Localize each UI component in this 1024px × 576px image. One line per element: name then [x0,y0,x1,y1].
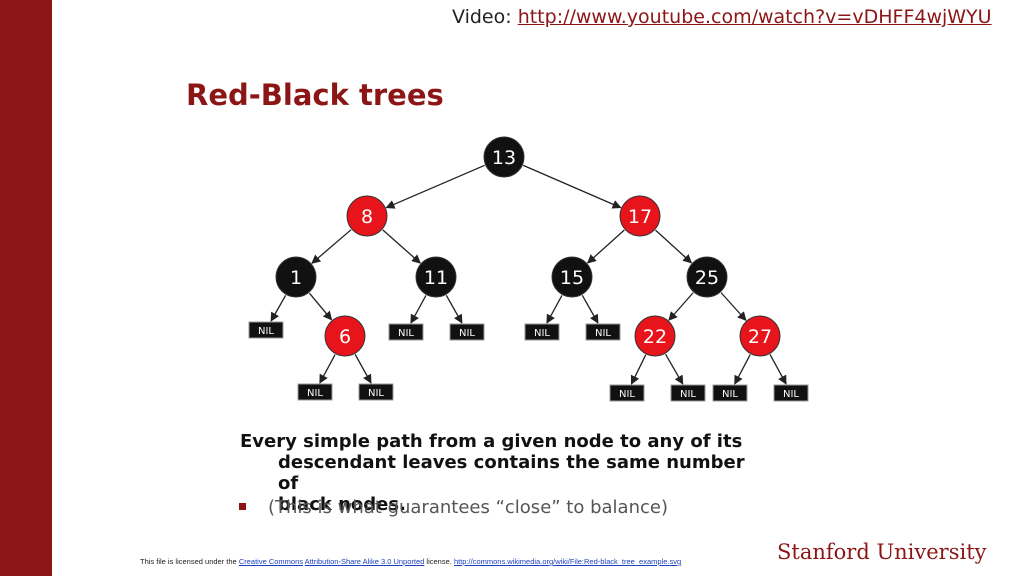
svg-text:13: 13 [492,147,516,169]
bullet-point: (This is what guarantees “close” to bala… [239,497,668,518]
statement-line-1: Every simple path from a given node to a… [240,431,743,452]
tree-nil-leaf: NIL [773,384,809,402]
tree-edge-n8-n11 [382,229,421,264]
svg-text:6: 6 [339,326,351,348]
bullet-square-icon [239,503,246,510]
tree-edge-n22-nil9 [664,353,684,385]
tree-edge-n8-n1 [311,229,352,264]
tree-edge-n6-nil2 [319,354,336,384]
tree-nil-leaf: NIL [609,384,645,402]
tree-edge-n25-n22 [668,292,694,321]
tree-nil-leaf: NIL [670,384,706,402]
svg-text:27: 27 [748,326,772,348]
tree-node-25: 25 [686,256,728,298]
video-link[interactable]: http://www.youtube.com/watch?v=vDHFF4wjW… [517,6,992,28]
tree-edge-n27-nil11 [769,354,787,385]
tree-edge-n11-nil4 [410,295,427,324]
tree-node-8: 8 [346,195,388,237]
side-accent-bar [0,0,52,576]
tree-node-13: 13 [483,136,525,178]
tree-nil-leaf: NIL [388,323,424,341]
tree-node-6: 6 [324,315,366,357]
svg-text:17: 17 [628,206,652,228]
stanford-logo: Stanford University [777,540,987,564]
svg-text:22: 22 [643,326,667,348]
tree-node-1: 1 [275,256,317,298]
footer-link-source[interactable]: http://commons.wikimedia.org/wiki/File:R… [453,557,682,566]
tree-nil-leaf: NIL [712,384,748,402]
slide-title: Red-Black trees [186,78,444,112]
tree-edge-n17-n25 [655,229,693,264]
property-statement: Every simple path from a given node to a… [240,431,760,515]
tree-edge-n22-nil8 [630,354,647,385]
tree-node-11: 11 [415,256,457,298]
tree-nil-leaf: NIL [524,323,560,341]
svg-text:NIL: NIL [368,388,384,399]
svg-text:25: 25 [695,267,719,289]
tree-edge-n1-nil1 [270,294,287,322]
svg-text:1: 1 [290,267,302,289]
tree-edge-n27-nil10 [734,354,751,385]
tree-node-22: 22 [634,315,676,357]
svg-text:15: 15 [560,267,584,289]
tree-edge-n1-n6 [308,292,333,321]
video-label: Video: [452,6,512,28]
footer-prefix: This file is licensed under the [140,557,237,566]
bullet-text: (This is what guarantees “close” to bala… [268,497,668,518]
tree-nil-leaf: NIL [248,321,284,339]
tree-nil-leaf: NIL [585,323,621,341]
tree-edge-n25-n27 [720,292,747,322]
tree-edge-n15-nil7 [581,294,599,324]
statement-line-2: descendant leaves contains the same numb… [278,452,745,494]
svg-text:NIL: NIL [398,328,414,339]
tree-nil-leaf: NIL [358,383,394,401]
svg-text:NIL: NIL [680,389,696,400]
tree-edge-n13-n8 [385,164,485,209]
svg-text:NIL: NIL [459,328,475,339]
tree-edge-n6-nil3 [354,354,372,384]
svg-text:NIL: NIL [534,328,550,339]
svg-text:11: 11 [424,267,448,289]
statement-line-3: black nodes. [278,494,406,515]
license-footer: This file is licensed under the Creative… [140,557,681,566]
tree-edge-n13-n17 [523,164,622,209]
tree-node-17: 17 [619,195,661,237]
tree-nil-leaf: NIL [449,323,485,341]
svg-text:NIL: NIL [722,389,738,400]
footer-link-cc[interactable]: Creative Commons [238,557,303,566]
tree-node-27: 27 [739,315,781,357]
svg-text:8: 8 [361,206,373,228]
svg-text:NIL: NIL [595,328,611,339]
tree-nil-leaf: NIL [297,383,333,401]
svg-text:NIL: NIL [258,326,274,337]
tree-node-15: 15 [551,256,593,298]
tree-edge-n17-n15 [586,229,625,264]
tree-edge-n11-nil5 [445,294,463,324]
svg-text:NIL: NIL [783,389,799,400]
footer-link-license[interactable]: Attribution-Share Alike 3.0 Unported [304,557,425,566]
svg-text:NIL: NIL [307,388,323,399]
tree-edge-n15-nil6 [546,295,563,324]
svg-text:NIL: NIL [619,389,635,400]
footer-mid: license. [426,557,452,566]
video-reference: Video: http://www.youtube.com/watch?v=vD… [452,6,992,28]
